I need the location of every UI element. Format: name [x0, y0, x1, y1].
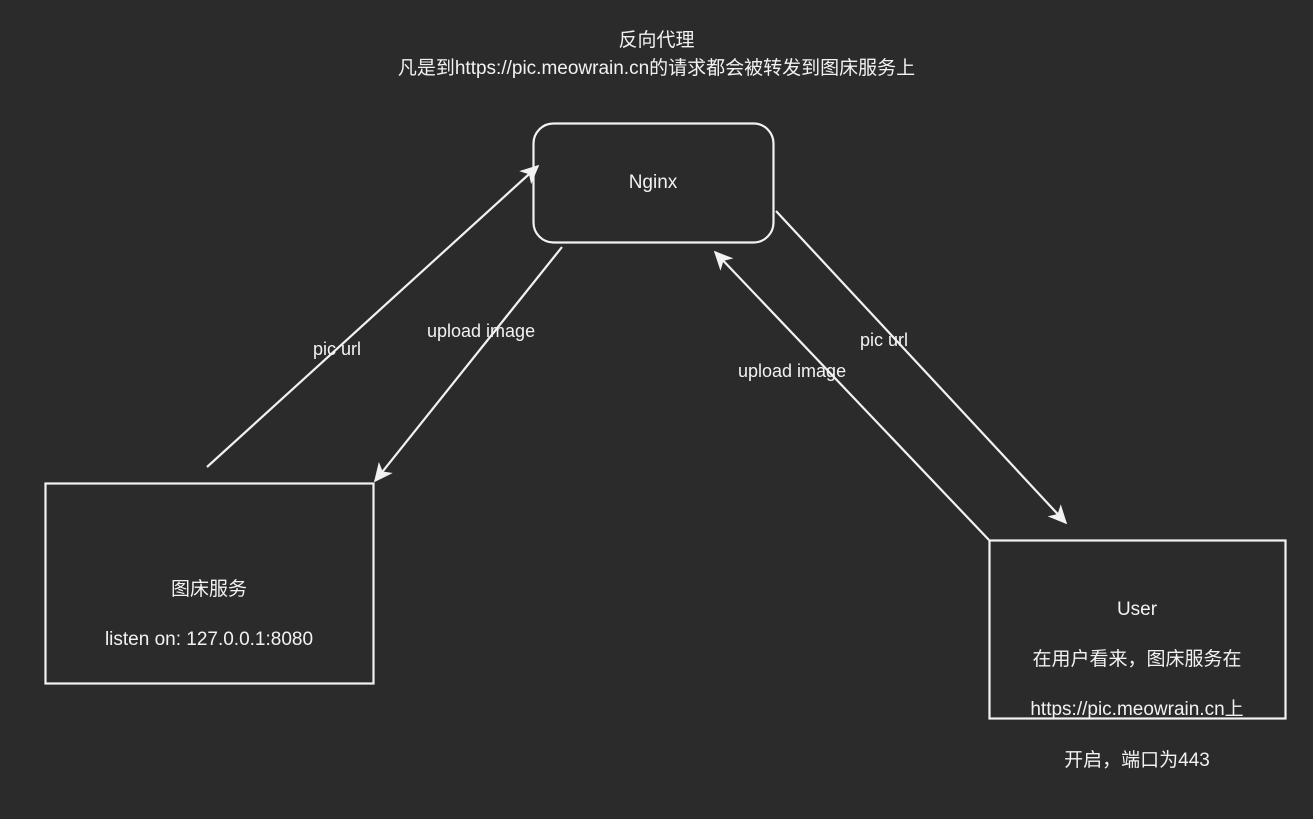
node-user-box[interactable]: [988, 539, 1287, 720]
edge-label-pic-url-right: pic url: [860, 330, 909, 350]
edge-label-upload-image-left: upload image: [427, 321, 536, 341]
node-user-line-4: 开启，端口为443: [1064, 749, 1210, 771]
node-user-label: User 在用户看来，图床服务在 https://pic.meowrain.cn…: [997, 572, 1277, 773]
edge-upload-image-left: [373, 246, 563, 483]
edge-label-upload-image-right: upload image: [738, 361, 847, 381]
node-user-line-1: User: [1116, 599, 1158, 621]
title-line-2: 凡是到https://pic.meowrain.cn的请求都会被转发到图床服务上: [397, 58, 916, 79]
node-imagehost-line-2: listen on: 127.0.0.1:8080: [104, 629, 314, 651]
edge-upload-image-right: [713, 250, 990, 541]
title-line-1: 反向代理: [618, 30, 695, 51]
edge-pic-url-left: [206, 164, 540, 468]
node-nginx-label: Nginx: [628, 172, 678, 193]
node-imagehost-label: 图床服务 listen on: 127.0.0.1:8080: [45, 552, 373, 652]
edge-label-pic-url-left: pic url: [313, 339, 362, 359]
node-imagehost-line-1: 图床服务: [170, 579, 247, 601]
node-user-line-3: https://pic.meowrain.cn上: [1030, 699, 1244, 721]
node-imagehost-box[interactable]: [44, 482, 375, 685]
edge-pic-url-right: [775, 210, 1068, 525]
diagram-title: 反向代理 凡是到https://pic.meowrain.cn的请求都会被转发到…: [0, 27, 1313, 83]
node-user-line-2: 在用户看来，图床服务在: [1032, 649, 1242, 671]
